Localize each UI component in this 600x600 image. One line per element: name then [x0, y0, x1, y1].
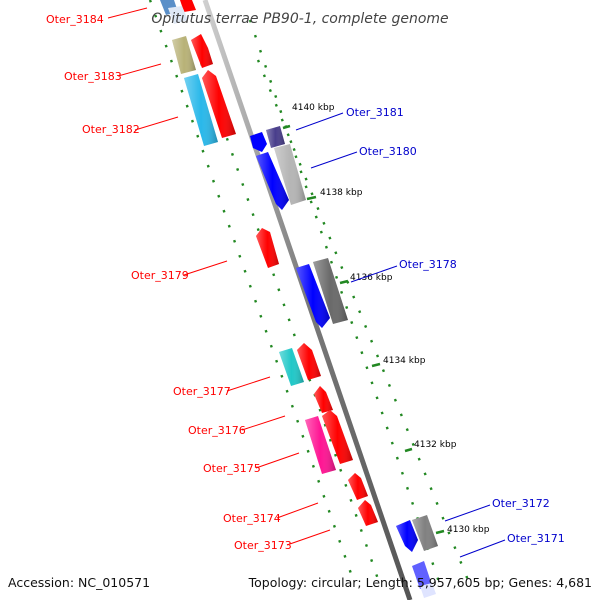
leader-oter3180 — [310, 151, 358, 169]
genome-summary-text: Topology: circular; Length: 5,957,605 bp… — [248, 575, 592, 590]
gene-oter3184-strand2[interactable] — [180, 0, 196, 12]
gene-oter3171-pale — [420, 583, 436, 598]
scale-label-4136: 4136 kbp — [350, 273, 393, 283]
label-oter3175[interactable]: Oter_3175 — [203, 462, 261, 475]
label-oter3182[interactable]: Oter_3182 — [82, 123, 140, 136]
scale-label-4134: 4134 kbp — [383, 356, 426, 366]
gene-oter3175-bar-shade — [305, 416, 336, 474]
gene-oter3178-bar-shade — [313, 258, 348, 324]
gene-oter3181-bar-shade — [266, 126, 285, 148]
gene-oter3184-pale — [168, 6, 188, 24]
leader-oter3182 — [134, 116, 179, 131]
gene-oter3178-blue-shade — [296, 264, 330, 328]
label-oter3174[interactable]: Oter_3174 — [223, 512, 281, 525]
leader-lines — [107, 7, 506, 558]
genome-title: Opitutus terrae PB90-1, complete genome — [151, 11, 448, 27]
label-oter3171[interactable]: Oter_3171 — [507, 532, 565, 545]
leader-oter3175 — [255, 452, 300, 469]
gene-red-3182b-shade — [202, 70, 236, 138]
scale-labels: 4140 kbp 4138 kbp 4136 kbp 4134 kbp 4132… — [292, 103, 490, 535]
gene-oter3180-blue-shade — [256, 152, 289, 210]
leader-oter3179 — [183, 260, 228, 276]
gene-features — [160, 0, 438, 598]
gene-labels: Oter_3184 Oter_3183 Oter_3182 Oter_3181 … — [46, 13, 565, 552]
leader-oter3177 — [226, 376, 271, 392]
tick-4138 — [306, 195, 317, 201]
genome-backbone — [202, 0, 413, 600]
scale-label-4138: 4138 kbp — [320, 188, 363, 198]
label-oter3173[interactable]: Oter_3173 — [234, 539, 292, 552]
tick-4132 — [404, 447, 413, 453]
label-oter3179[interactable]: Oter_3179 — [131, 269, 189, 282]
gene-oter3174-red-shade — [348, 473, 368, 500]
label-oter3172[interactable]: Oter_3172 — [492, 497, 550, 510]
scale-label-4130: 4130 kbp — [447, 525, 490, 535]
accession-text: Accession: NC_010571 — [8, 575, 150, 590]
gene-red-3177b-shade — [297, 343, 321, 380]
leader-oter3172 — [444, 504, 491, 522]
leader-oter3181 — [295, 112, 344, 131]
scale-ticks — [282, 124, 445, 535]
leader-oter3178 — [350, 265, 398, 283]
right-inner-track — [248, 19, 442, 586]
leader-oter3183 — [117, 63, 162, 77]
leader-oter3174 — [276, 502, 319, 519]
gene-oter3176-red-shade — [314, 386, 333, 413]
gene-oter3179-red-shade — [256, 228, 279, 268]
leader-oter3173 — [286, 529, 331, 546]
gene-oter3172-bar-shade — [412, 515, 438, 551]
tick-4140 — [282, 124, 291, 130]
tick-4136 — [339, 279, 349, 285]
gene-oter3173-red-shade — [358, 500, 378, 526]
leader-oter3184 — [107, 7, 148, 19]
label-oter3184[interactable]: Oter_3184 — [46, 13, 104, 26]
leader-oter3176 — [241, 415, 286, 431]
scale-label-4132: 4132 kbp — [414, 440, 457, 450]
label-oter3183[interactable]: Oter_3183 — [64, 70, 122, 83]
gene-oter3171-bar[interactable] — [412, 561, 432, 589]
tick-4130 — [435, 529, 445, 535]
gene-oter3180-bar-shade — [274, 144, 306, 205]
gene-oter3183-bar-shade — [172, 36, 196, 74]
gene-oter3172-blue-shade — [396, 520, 418, 552]
label-oter3176[interactable]: Oter_3176 — [188, 424, 246, 437]
label-oter3177[interactable]: Oter_3177 — [173, 385, 231, 398]
gene-oter3181-blue[interactable] — [250, 132, 267, 152]
tick-4134 — [371, 362, 381, 368]
leader-oter3171 — [459, 539, 506, 558]
gene-red-3175b-shade — [322, 410, 353, 464]
gene-red-3183b-shade — [191, 34, 213, 68]
gene-oter3177-bar-shade — [279, 348, 304, 386]
scale-label-4140: 4140 kbp — [292, 103, 335, 113]
label-oter3178[interactable]: Oter_3178 — [399, 258, 457, 271]
label-oter3180[interactable]: Oter_3180 — [359, 145, 417, 158]
gene-oter3182-bar-shade — [184, 74, 218, 146]
label-oter3181[interactable]: Oter_3181 — [346, 106, 404, 119]
